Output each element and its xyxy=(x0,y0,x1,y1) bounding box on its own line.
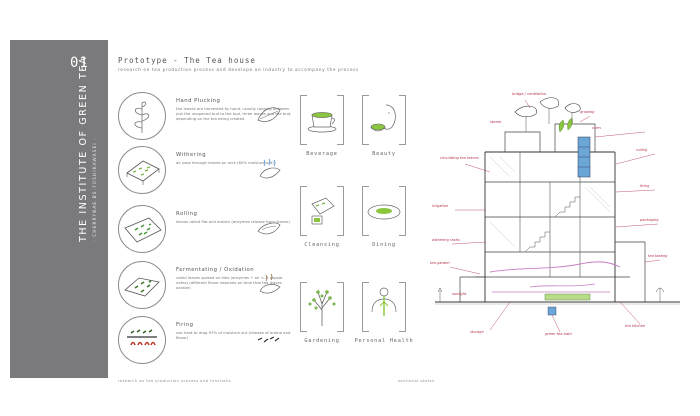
page-subtitle: research on tea production process and d… xyxy=(118,68,359,73)
sidebar xyxy=(10,40,108,378)
footer-caption-right: sectional sketch xyxy=(398,379,435,383)
annotation: withering racks xyxy=(432,238,460,242)
cleansing-icon xyxy=(311,197,335,225)
step-description: the leaves are harvested by hand, usuall… xyxy=(176,106,292,121)
step-withering: Withering air pass through leaves on rac… xyxy=(118,146,288,196)
step-description: air pass through leaves on rack (60% moi… xyxy=(176,160,274,165)
usage-label-personal-health: Personal Health xyxy=(354,338,414,344)
tea-plant-icon xyxy=(134,101,150,133)
annotation: growing xyxy=(580,110,595,114)
usage-dining-frame xyxy=(362,186,406,236)
step-description: rolled leaves spread on tiles (enzymes +… xyxy=(176,275,283,290)
face-mask-icon xyxy=(370,104,396,132)
usage-label-cleansing: Cleansing xyxy=(304,242,340,248)
dining-plate-icon xyxy=(367,204,401,220)
step-title: Withering xyxy=(176,152,207,158)
fermentation-tile-icon xyxy=(124,277,160,297)
annotation: storage xyxy=(470,330,484,334)
step-title: Fermentating / Oxidation xyxy=(176,267,255,273)
sidebar-subtitle: - CHERRYBAE.BS.YOSHIKAWASEI - xyxy=(92,136,97,242)
firing-pan-icon xyxy=(127,329,157,346)
building-section-sketch: bridge / ventilation circulating tea lea… xyxy=(430,92,685,342)
usage-beauty-frame xyxy=(362,95,406,145)
step-firing: Firing use heat to drag 97% of moisture … xyxy=(118,316,290,366)
usage-label-beauty: Beauty xyxy=(372,151,396,157)
step-title: Hand Plucking xyxy=(176,98,221,104)
step-circle xyxy=(118,261,166,309)
dried-tea-icon xyxy=(257,336,280,343)
oxidizing-leaf-icon xyxy=(259,273,281,294)
rolled-leaf-icon xyxy=(257,222,281,235)
annotation: irrigation xyxy=(432,204,449,208)
footer-caption-left: research on tea production process and f… xyxy=(118,379,232,383)
tea-house-section-drawing xyxy=(435,97,680,333)
step-rolling: Rolling leaves rolled flat and broken (e… xyxy=(118,205,290,255)
annotation: tea garden xyxy=(430,261,450,265)
annotation: circulating tea leaves xyxy=(440,156,479,160)
withering-rack-icon xyxy=(126,160,160,185)
human-body-icon xyxy=(371,287,397,316)
leaf-icon xyxy=(257,107,281,122)
sidebar-title: THE INSTITUTE OF GREEN TEA xyxy=(78,55,89,242)
annotation: bridge / ventilation xyxy=(512,92,547,96)
annotation: sunlight xyxy=(452,292,467,296)
annotation: green tea bath xyxy=(545,332,572,336)
annotation: rolling xyxy=(636,148,648,152)
step-description: use heat to drag 97% of moisture out (re… xyxy=(176,330,291,340)
step-title: Rolling xyxy=(176,211,198,217)
step-circle xyxy=(118,146,166,194)
usage-cleansing-frame xyxy=(300,186,344,236)
usage-health-frame xyxy=(362,282,406,332)
annotation: tea kitchen xyxy=(625,324,646,328)
step-description: leaves rolled flat and broken (enzymes r… xyxy=(176,219,290,224)
annotation: packaging xyxy=(640,218,659,222)
step-hand-plucking: Hand Plucking the leaves are harvested b… xyxy=(118,92,291,142)
step-fermentating: Fermentating / Oxidation rolled leaves s… xyxy=(118,261,288,311)
usage-label-dining: Dining xyxy=(372,242,396,248)
usage-label-gardening: Gardening xyxy=(304,338,340,344)
rolling-tray-icon xyxy=(124,217,162,243)
step-title: Firing xyxy=(176,322,194,328)
annotation: steam xyxy=(490,120,502,124)
page-title: Prototype - The Tea house xyxy=(118,56,256,65)
step-circle xyxy=(118,316,166,364)
annotation: firing xyxy=(640,184,650,188)
tree-icon xyxy=(308,290,336,326)
step-circle xyxy=(118,205,166,253)
usage-beverage-frame xyxy=(300,95,344,145)
section-number: 01 xyxy=(70,55,89,71)
usage-gardening-frame xyxy=(300,282,344,332)
teacup-icon xyxy=(307,112,337,133)
step-circle xyxy=(118,92,166,140)
annotation: tea tasting xyxy=(648,254,668,258)
annotation: oven xyxy=(592,126,601,130)
usage-label-beverage: Beverage xyxy=(306,151,338,157)
airflow-leaf-icon xyxy=(259,158,281,179)
